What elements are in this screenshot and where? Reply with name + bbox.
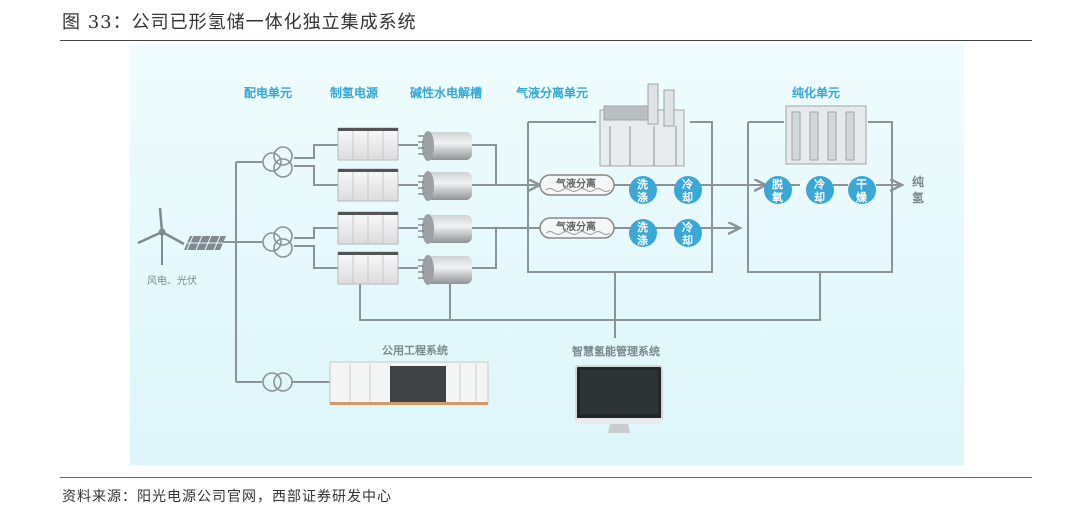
transformer-icon-3winding (262, 146, 293, 178)
svg-text:冷: 冷 (682, 220, 693, 234)
label-smart-hydrogen-management: 智慧氢能管理系统 (572, 344, 660, 358)
purification-equipment-image (785, 105, 867, 165)
output-label-top: 纯 (912, 174, 924, 189)
electrolyzer-tank (418, 255, 472, 285)
svg-text:却: 却 (682, 190, 693, 204)
step-circle-cooling: 冷 却 (806, 176, 834, 204)
label-gas-liquid-separation: 气液分离单元 (515, 85, 588, 100)
separator-pill: 气液分离 (539, 174, 615, 196)
rectifier-cabinets (337, 127, 399, 285)
figure-source: 资料来源：阳光电源公司官网，西部证券研发中心 (62, 489, 392, 505)
output-label-bottom: 氢 (912, 190, 924, 205)
label-utility-engineering: 公用工程系统 (382, 343, 448, 357)
rectifier-cabinet (337, 211, 399, 245)
svg-text:却: 却 (814, 190, 825, 204)
svg-text:氧: 氧 (771, 190, 783, 204)
label-power-distribution: 配电单元 (244, 85, 292, 100)
figure-title: 图 33：公司已形氢储一体化独立集成系统 (62, 12, 417, 33)
step-circle-cool: 冷 却 (674, 219, 702, 247)
svg-text:冷: 冷 (682, 177, 693, 191)
step-circle-cool: 冷 却 (674, 176, 702, 204)
solar-panel-icon (184, 235, 226, 251)
svg-text:脱: 脱 (772, 177, 783, 191)
svg-text:洗: 洗 (637, 220, 648, 234)
electrolyzers (418, 131, 472, 285)
separation-equipment-image (599, 83, 685, 167)
rectifier-cabinet (337, 127, 399, 161)
rectifier-cabinet (337, 251, 399, 285)
utility-container-image (329, 361, 489, 405)
svg-text:涤: 涤 (637, 190, 648, 204)
top-rule (60, 40, 1032, 41)
svg-text:洗: 洗 (637, 177, 648, 191)
label-alkaline-electrolyzer: 碱性水电解槽 (410, 85, 482, 100)
step-circle-wash: 洗 涤 (629, 176, 657, 204)
transformer-icon-2winding (262, 372, 293, 392)
svg-text:气液分离: 气液分离 (555, 177, 596, 190)
electrolyzer-tank (418, 214, 472, 244)
svg-text:干: 干 (856, 178, 867, 191)
step-circle-wash: 洗 涤 (629, 219, 657, 247)
label-purification: 纯化单元 (792, 85, 840, 100)
svg-text:燥: 燥 (856, 190, 868, 204)
svg-text:却: 却 (682, 233, 693, 247)
separator-pill: 气液分离 (539, 217, 615, 239)
rectifier-cabinet (337, 168, 399, 202)
label-energy-source: 风电、光伏 (147, 274, 197, 287)
bottom-rule (60, 477, 1032, 478)
wiring-lines (214, 121, 902, 383)
wind-turbine-icon (137, 207, 185, 265)
electrolyzer-tank (418, 171, 472, 201)
svg-text:气液分离: 气液分离 (555, 220, 596, 233)
svg-text:冷: 冷 (814, 177, 825, 191)
monitor-icon (575, 365, 663, 433)
step-circle-deoxygenation: 脱 氧 (764, 176, 792, 204)
step-circle-drying: 干 燥 (848, 176, 876, 204)
label-hydrogen-power-supply: 制氢电源 (330, 85, 378, 100)
svg-text:涤: 涤 (637, 233, 648, 247)
electrolyzer-tank (418, 131, 472, 161)
transformer-icon-3winding (262, 226, 293, 258)
